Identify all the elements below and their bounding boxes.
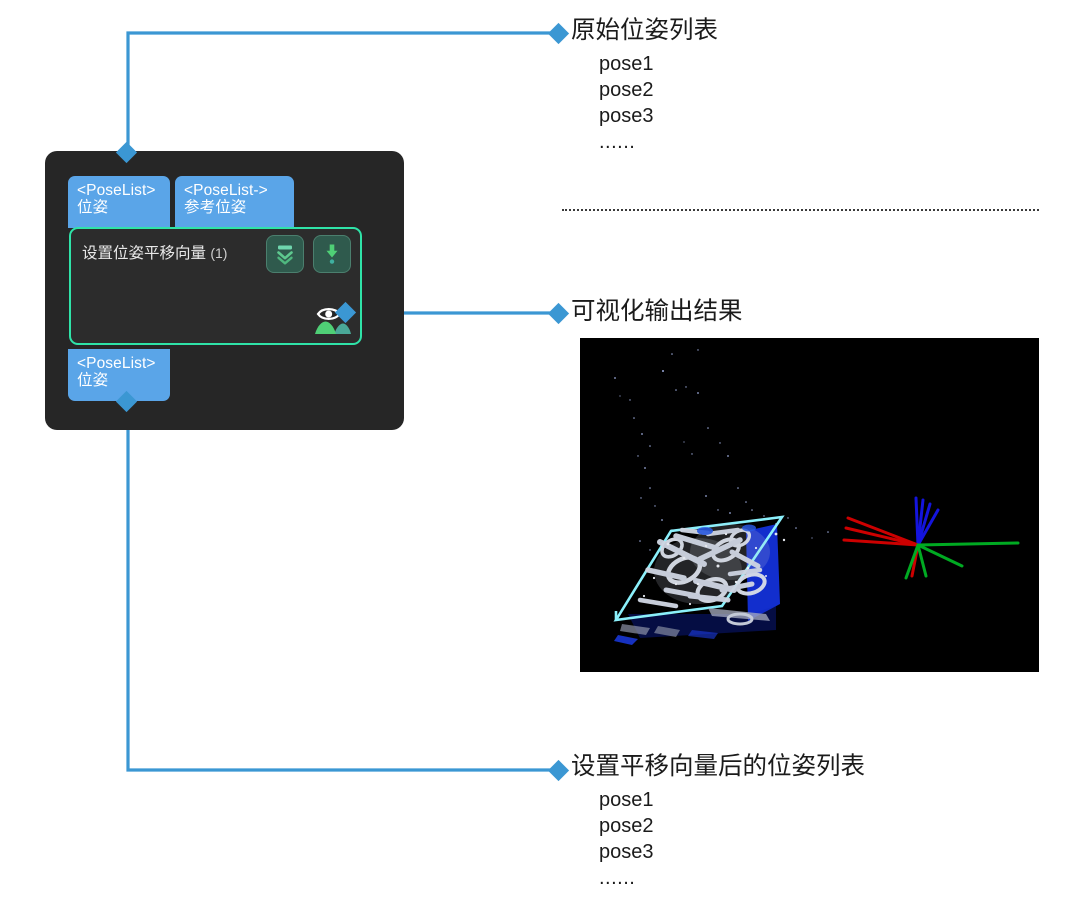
list-item: ...... (599, 866, 636, 889)
list-item: pose1 (599, 52, 654, 75)
pipeline-node[interactable]: <PoseList> 位姿 <PoseList-> 参考位姿 <PoseList… (45, 151, 404, 430)
callout-middle-title: 可视化输出结果 (571, 298, 743, 325)
callout-original-pose-list: 原始位姿列表 pose1 pose2 pose3 ...... (571, 17, 718, 155)
node-title: 设置位姿平移向量 (1) (82, 241, 227, 263)
list-item: pose3 (599, 840, 654, 863)
list-item: pose2 (599, 814, 654, 837)
input-port-pose-type: <PoseList> (77, 182, 156, 199)
plate-outline (613, 515, 785, 622)
connecting-rods-point-cloud (637, 524, 786, 609)
connector-bottom (126, 418, 556, 772)
list-item: ...... (599, 130, 636, 153)
input-port-pose[interactable]: <PoseList> 位姿 (68, 176, 170, 228)
callout-bottom-list: pose1 pose2 pose3 ...... (599, 787, 865, 891)
input-port-pose-label: 位姿 (77, 199, 109, 217)
callout-translated-pose-list: 设置平移向量后的位姿列表 pose1 pose2 pose3 ...... (571, 753, 865, 891)
node-body[interactable]: 设置位姿平移向量 (1) (69, 227, 362, 345)
input-port-reference-pose[interactable]: <PoseList-> 参考位姿 (175, 176, 294, 228)
node-button-row (266, 235, 351, 273)
arrow-diamond-middle (547, 302, 570, 325)
point-cloud-render (580, 338, 1039, 672)
callout-top-list: pose1 pose2 pose3 ...... (599, 51, 718, 155)
arrow-diamond-top (547, 22, 570, 45)
bin-wall-right (746, 524, 780, 621)
collapse-button[interactable] (266, 235, 304, 273)
input-port-reference-pose-type: <PoseList-> (184, 182, 268, 199)
output-port-pose-type: <PoseList> (77, 355, 156, 372)
output-button[interactable] (313, 235, 351, 273)
output-port-pose[interactable]: <PoseList> 位姿 (68, 349, 170, 401)
list-item: pose2 (599, 78, 654, 101)
input-port-reference-pose-label: 参考位姿 (184, 199, 247, 217)
list-item: pose1 (599, 788, 654, 811)
callout-bottom-title: 设置平移向量后的位姿列表 (571, 753, 865, 780)
arrow-diamond-bottom (547, 759, 570, 782)
point-cloud-viewport[interactable] (580, 338, 1039, 672)
list-item: pose3 (599, 104, 654, 127)
callout-top-title: 原始位姿列表 (571, 17, 718, 44)
node-title-text: 设置位姿平移向量 (82, 245, 207, 262)
node-index-label: (1) (210, 245, 228, 261)
pose-axes-cluster (842, 496, 1020, 580)
connector-top (126, 31, 556, 162)
section-divider (562, 209, 1039, 211)
callout-visualization-result: 可视化输出结果 (571, 298, 743, 325)
loose-parts (614, 608, 770, 645)
output-port-pose-label: 位姿 (77, 372, 109, 390)
down-arrow-exclaim-icon (326, 244, 338, 264)
collapse-chevrons-icon (277, 245, 293, 265)
